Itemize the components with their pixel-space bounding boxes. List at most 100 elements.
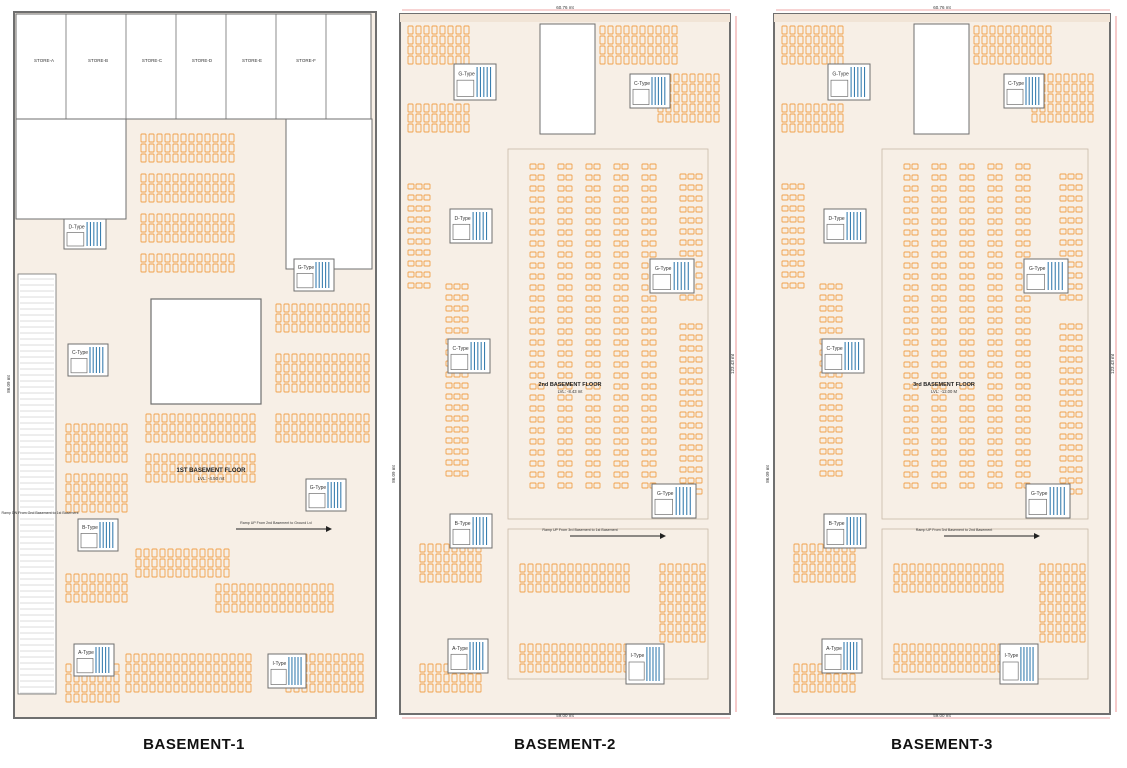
parking-stall (423, 216, 431, 223)
parking-stall (445, 448, 453, 455)
parking-stall (331, 383, 338, 393)
parking-stall (621, 163, 629, 170)
parking-stall (1059, 345, 1067, 352)
parking-stall (667, 633, 674, 643)
parking-stall (519, 653, 526, 663)
parking-stall (939, 174, 947, 181)
dimension-side: 86.09 mt (765, 464, 770, 482)
parking-stall (1013, 35, 1020, 45)
parking-stall (283, 323, 290, 333)
parking-stall (461, 437, 469, 444)
parking-stall (695, 239, 703, 246)
parking-stall (1067, 228, 1075, 235)
parking-stall (1059, 400, 1067, 407)
parking-stall (529, 163, 537, 170)
parking-stall (407, 238, 415, 245)
parking-stall (283, 383, 290, 393)
parking-block (893, 563, 1004, 593)
parking-stall (205, 673, 212, 683)
parking-stall (705, 93, 712, 103)
parking-stall (275, 433, 282, 443)
parking-stall (445, 327, 453, 334)
parking-stall (903, 361, 911, 368)
parking-stall (89, 583, 96, 593)
parking-stall (705, 103, 712, 113)
dimension-top: 60.76 mt (556, 5, 574, 10)
parking-stall (621, 427, 629, 434)
parking-stall (565, 361, 573, 368)
parking-stall (789, 194, 797, 201)
parking-stall (687, 217, 695, 224)
parking-stall (355, 433, 362, 443)
parking-stall (121, 593, 128, 603)
parking-stall (443, 683, 450, 693)
parking-stall (613, 218, 621, 225)
parking-stall (967, 372, 975, 379)
parking-stall (315, 303, 322, 313)
parking-stall (987, 339, 995, 346)
core-label: I-Type (1004, 653, 1018, 659)
parking-stall (781, 271, 789, 278)
parking-stall (819, 470, 827, 477)
parking-stall (113, 573, 120, 583)
parking-stall (173, 673, 180, 683)
parking-stall (679, 195, 687, 202)
ramp-label-up: Ramp UP From 3rd Basement to 2nd Basemen… (916, 528, 992, 532)
stair-lift-core: I-Type (625, 643, 665, 685)
parking-stall (989, 573, 996, 583)
parking-stall (835, 382, 843, 389)
parking-stall (529, 482, 537, 489)
parking-stall (133, 683, 140, 693)
parking-stall (529, 284, 537, 291)
parking-stall (565, 416, 573, 423)
parking-stall (537, 251, 545, 258)
parking-stall (679, 356, 687, 363)
parking-stall (679, 455, 687, 462)
parking-stall (641, 394, 649, 401)
parking-stall (557, 240, 565, 247)
parking-stall (641, 438, 649, 445)
core-outline (267, 653, 307, 689)
parking-stall (565, 438, 573, 445)
parking-stall (931, 229, 939, 236)
parking-stall (188, 173, 195, 183)
parking-stall (357, 653, 364, 663)
parking-stall (559, 663, 566, 673)
parking-stall (565, 218, 573, 225)
parking-stall (1059, 466, 1067, 473)
parking-stall (987, 273, 995, 280)
parking-stall (827, 415, 835, 422)
parking-stall (125, 673, 132, 683)
parking-stall (659, 563, 666, 573)
parking-stall (537, 361, 545, 368)
parking-stall (687, 477, 695, 484)
parking-stall (939, 229, 947, 236)
parking-stall (557, 361, 565, 368)
parking-stall (939, 240, 947, 247)
parking-stall (220, 253, 227, 263)
parking-stall (435, 553, 442, 563)
core-label: B-Type (455, 521, 471, 527)
parking-stall (415, 249, 423, 256)
parking-stall (793, 553, 800, 563)
parking-stall (659, 583, 666, 593)
caption-basement-1: BASEMENT-1 (143, 736, 245, 753)
parking-stall (819, 448, 827, 455)
parking-stall (172, 153, 179, 163)
lift-box (654, 498, 673, 515)
parking-stall (699, 633, 706, 643)
parking-stall (349, 653, 356, 663)
parking-stall (201, 413, 208, 423)
parking-stall (825, 683, 832, 693)
parking-stall (220, 133, 227, 143)
parking-stall (1039, 573, 1046, 583)
parking-stall (1079, 583, 1086, 593)
parking-stall (196, 153, 203, 163)
parking-stall (167, 558, 174, 568)
parking-stall (475, 553, 482, 563)
parking-stall (249, 473, 256, 483)
parking-stall (164, 253, 171, 263)
parking-stall (793, 663, 800, 673)
parking-block (931, 163, 947, 489)
parking-stall (893, 563, 900, 573)
